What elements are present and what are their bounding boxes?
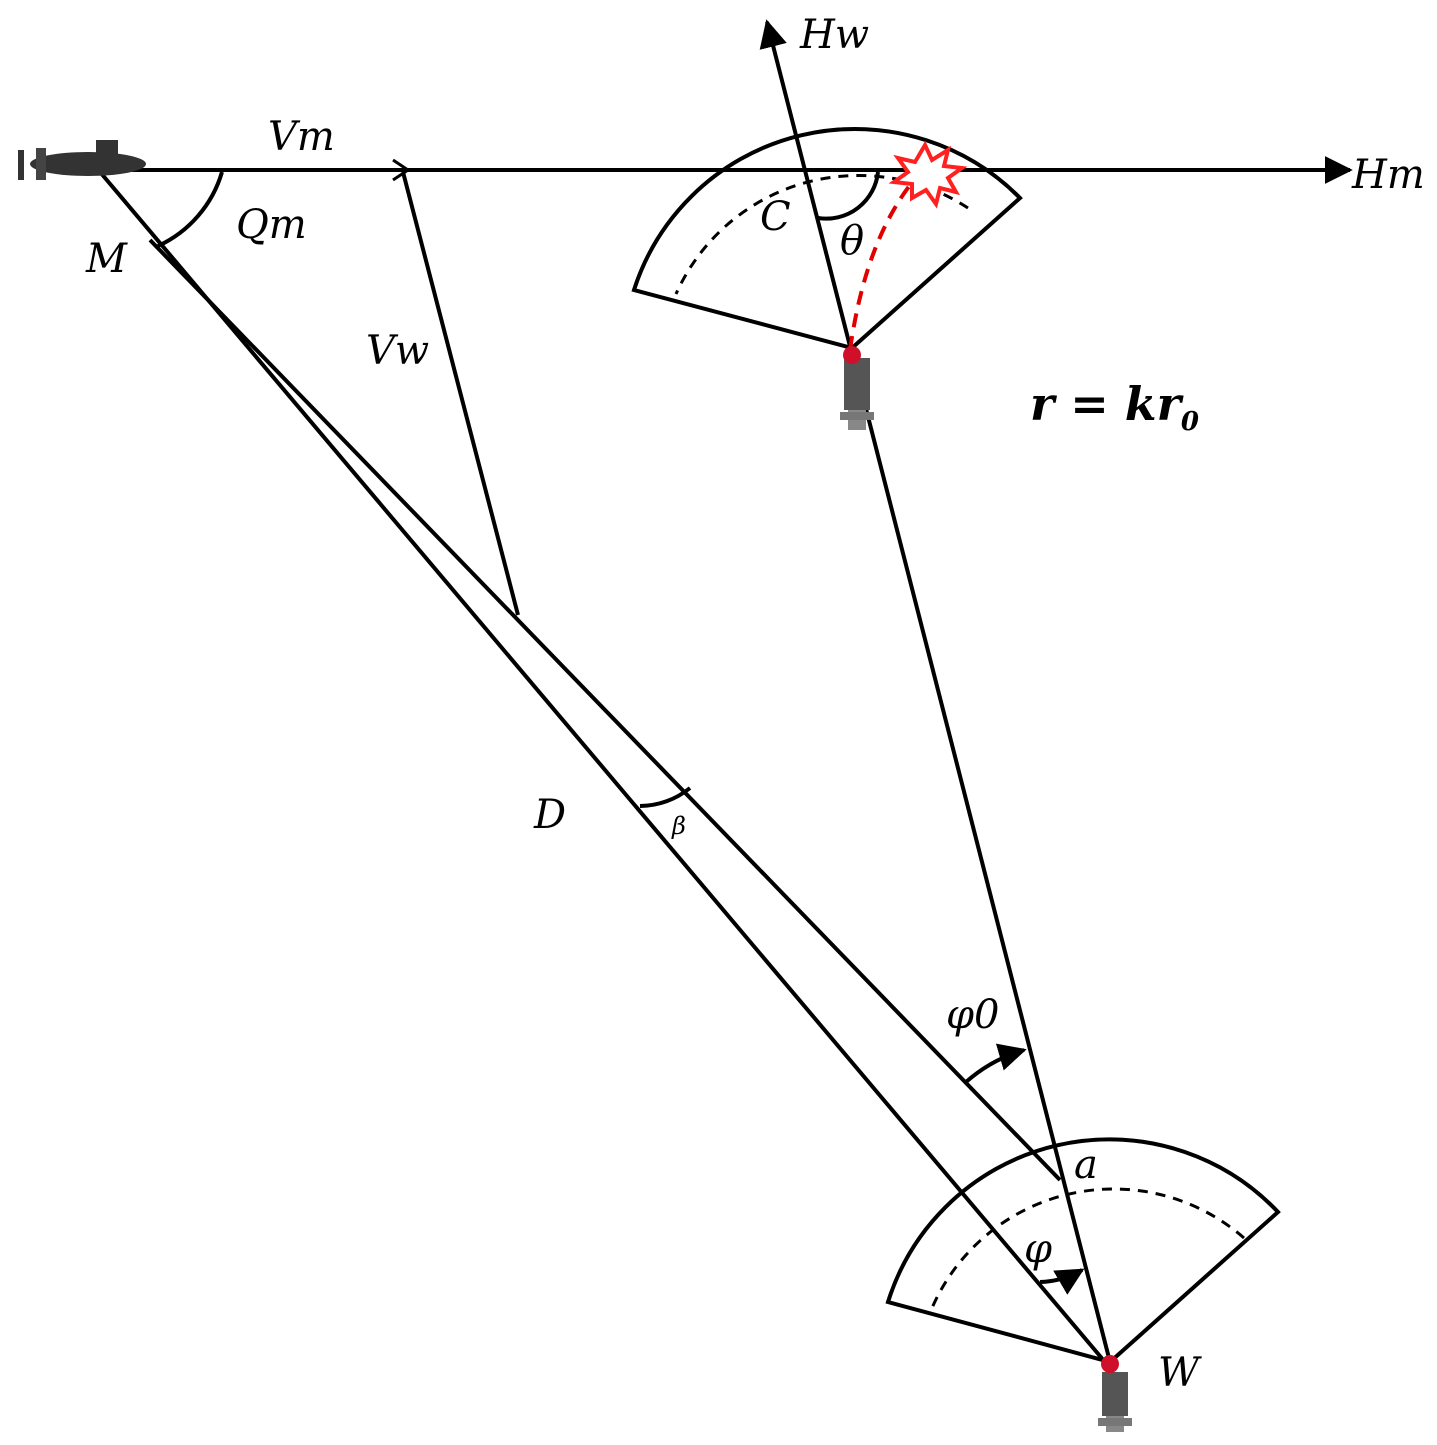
upper-sector xyxy=(631,127,1023,351)
label-beta: β xyxy=(671,812,686,840)
vm-arrow-tick xyxy=(392,158,411,182)
label-d: D xyxy=(533,792,566,838)
label-hw: Hw xyxy=(799,12,869,58)
formula-main: r = kr xyxy=(1030,377,1185,431)
upper-sector-dashed-arc xyxy=(674,173,969,295)
explosion-burst-icon xyxy=(888,140,968,209)
upper-torpedo-icon xyxy=(840,346,874,430)
label-vm: Vm xyxy=(268,114,335,160)
formula: r = kr0 xyxy=(1030,377,1199,437)
hw-heading-line xyxy=(759,19,1112,1363)
line-m-to-a xyxy=(148,238,1062,1182)
formula-subscript: 0 xyxy=(1181,407,1199,437)
qm-angle-arc xyxy=(157,171,224,248)
label-phi: φ xyxy=(1024,1226,1052,1272)
label-theta: θ xyxy=(840,218,864,264)
theta-angle-arc xyxy=(817,171,880,221)
label-c: C xyxy=(760,194,791,240)
label-phi0: φ0 xyxy=(946,992,999,1038)
lower-sector xyxy=(885,1137,1281,1365)
submarine-icon xyxy=(18,140,146,180)
label-m: M xyxy=(85,236,128,282)
label-qm: Qm xyxy=(236,202,307,248)
lower-sector-dashed-arc xyxy=(930,1187,1245,1309)
label-a: a xyxy=(1074,1142,1098,1188)
attack-trajectory xyxy=(848,173,920,351)
label-hm: Hm xyxy=(1351,152,1425,198)
beta-angle-arc xyxy=(639,786,692,808)
phi0-angle-arc xyxy=(964,1043,1027,1084)
label-w: W xyxy=(1158,1350,1202,1396)
phi-angle-arc xyxy=(1039,1268,1085,1295)
line-m-to-w xyxy=(98,170,1107,1364)
vw-vector xyxy=(401,171,520,616)
label-vw: Vw xyxy=(366,328,429,374)
lower-torpedo-icon xyxy=(1098,1355,1132,1432)
